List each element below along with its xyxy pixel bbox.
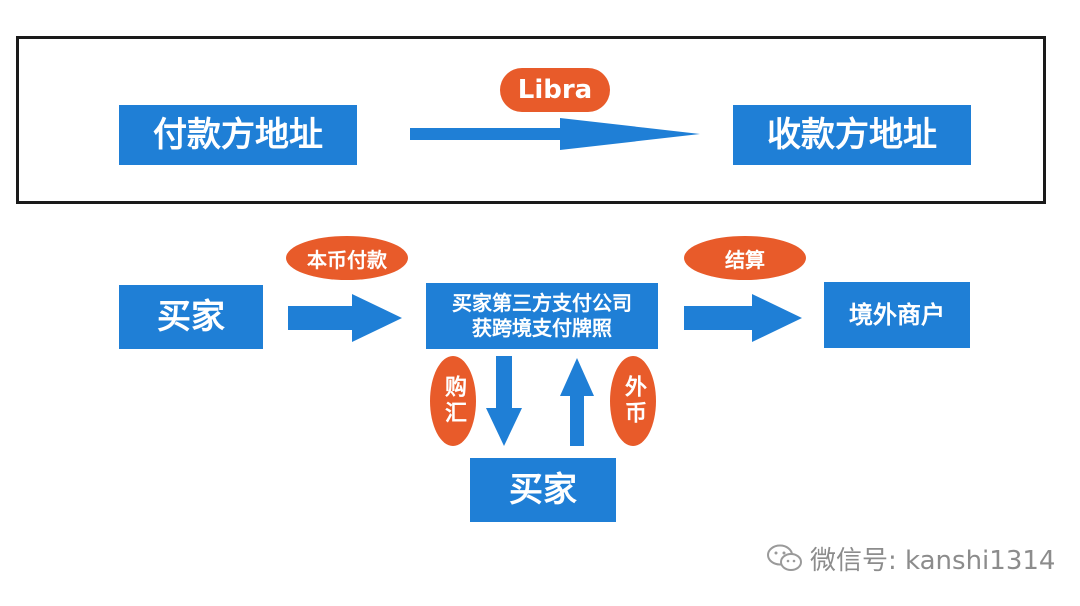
buyer-box-bottom: 买家 (470, 458, 616, 522)
payer-address-box: 付款方地址 (119, 105, 357, 165)
wechat-icon (767, 544, 802, 571)
fx-purchase-down-arrow (486, 356, 522, 446)
processor-to-merchant-arrow (684, 294, 802, 342)
buyer-box-left: 买家 (119, 285, 263, 349)
foreign-currency-pill: 外币 (610, 356, 656, 446)
libra-pill: Libra (500, 68, 610, 112)
processor-line1: 买家第三方支付公司 (452, 291, 632, 315)
buyer-to-processor-arrow (288, 294, 402, 342)
overseas-merchant-box: 境外商户 (824, 282, 970, 348)
payee-address-box: 收款方地址 (733, 105, 971, 165)
processor-line2: 获跨境支付牌照 (472, 316, 612, 340)
wechat-watermark: 微信号: kanshi1314 (766, 538, 1056, 578)
foreign-currency-up-arrow (560, 358, 594, 446)
watermark-text: 微信号: kanshi1314 (810, 545, 1056, 576)
fx-purchase-pill: 购汇 (430, 356, 476, 446)
payment-processor-box: 买家第三方支付公司 获跨境支付牌照 (426, 283, 658, 349)
payer-to-payee-arrow (410, 118, 700, 150)
settlement-pill: 结算 (684, 236, 806, 280)
local-currency-payment-pill: 本币付款 (286, 236, 408, 280)
libra-flow-frame (16, 36, 1046, 204)
